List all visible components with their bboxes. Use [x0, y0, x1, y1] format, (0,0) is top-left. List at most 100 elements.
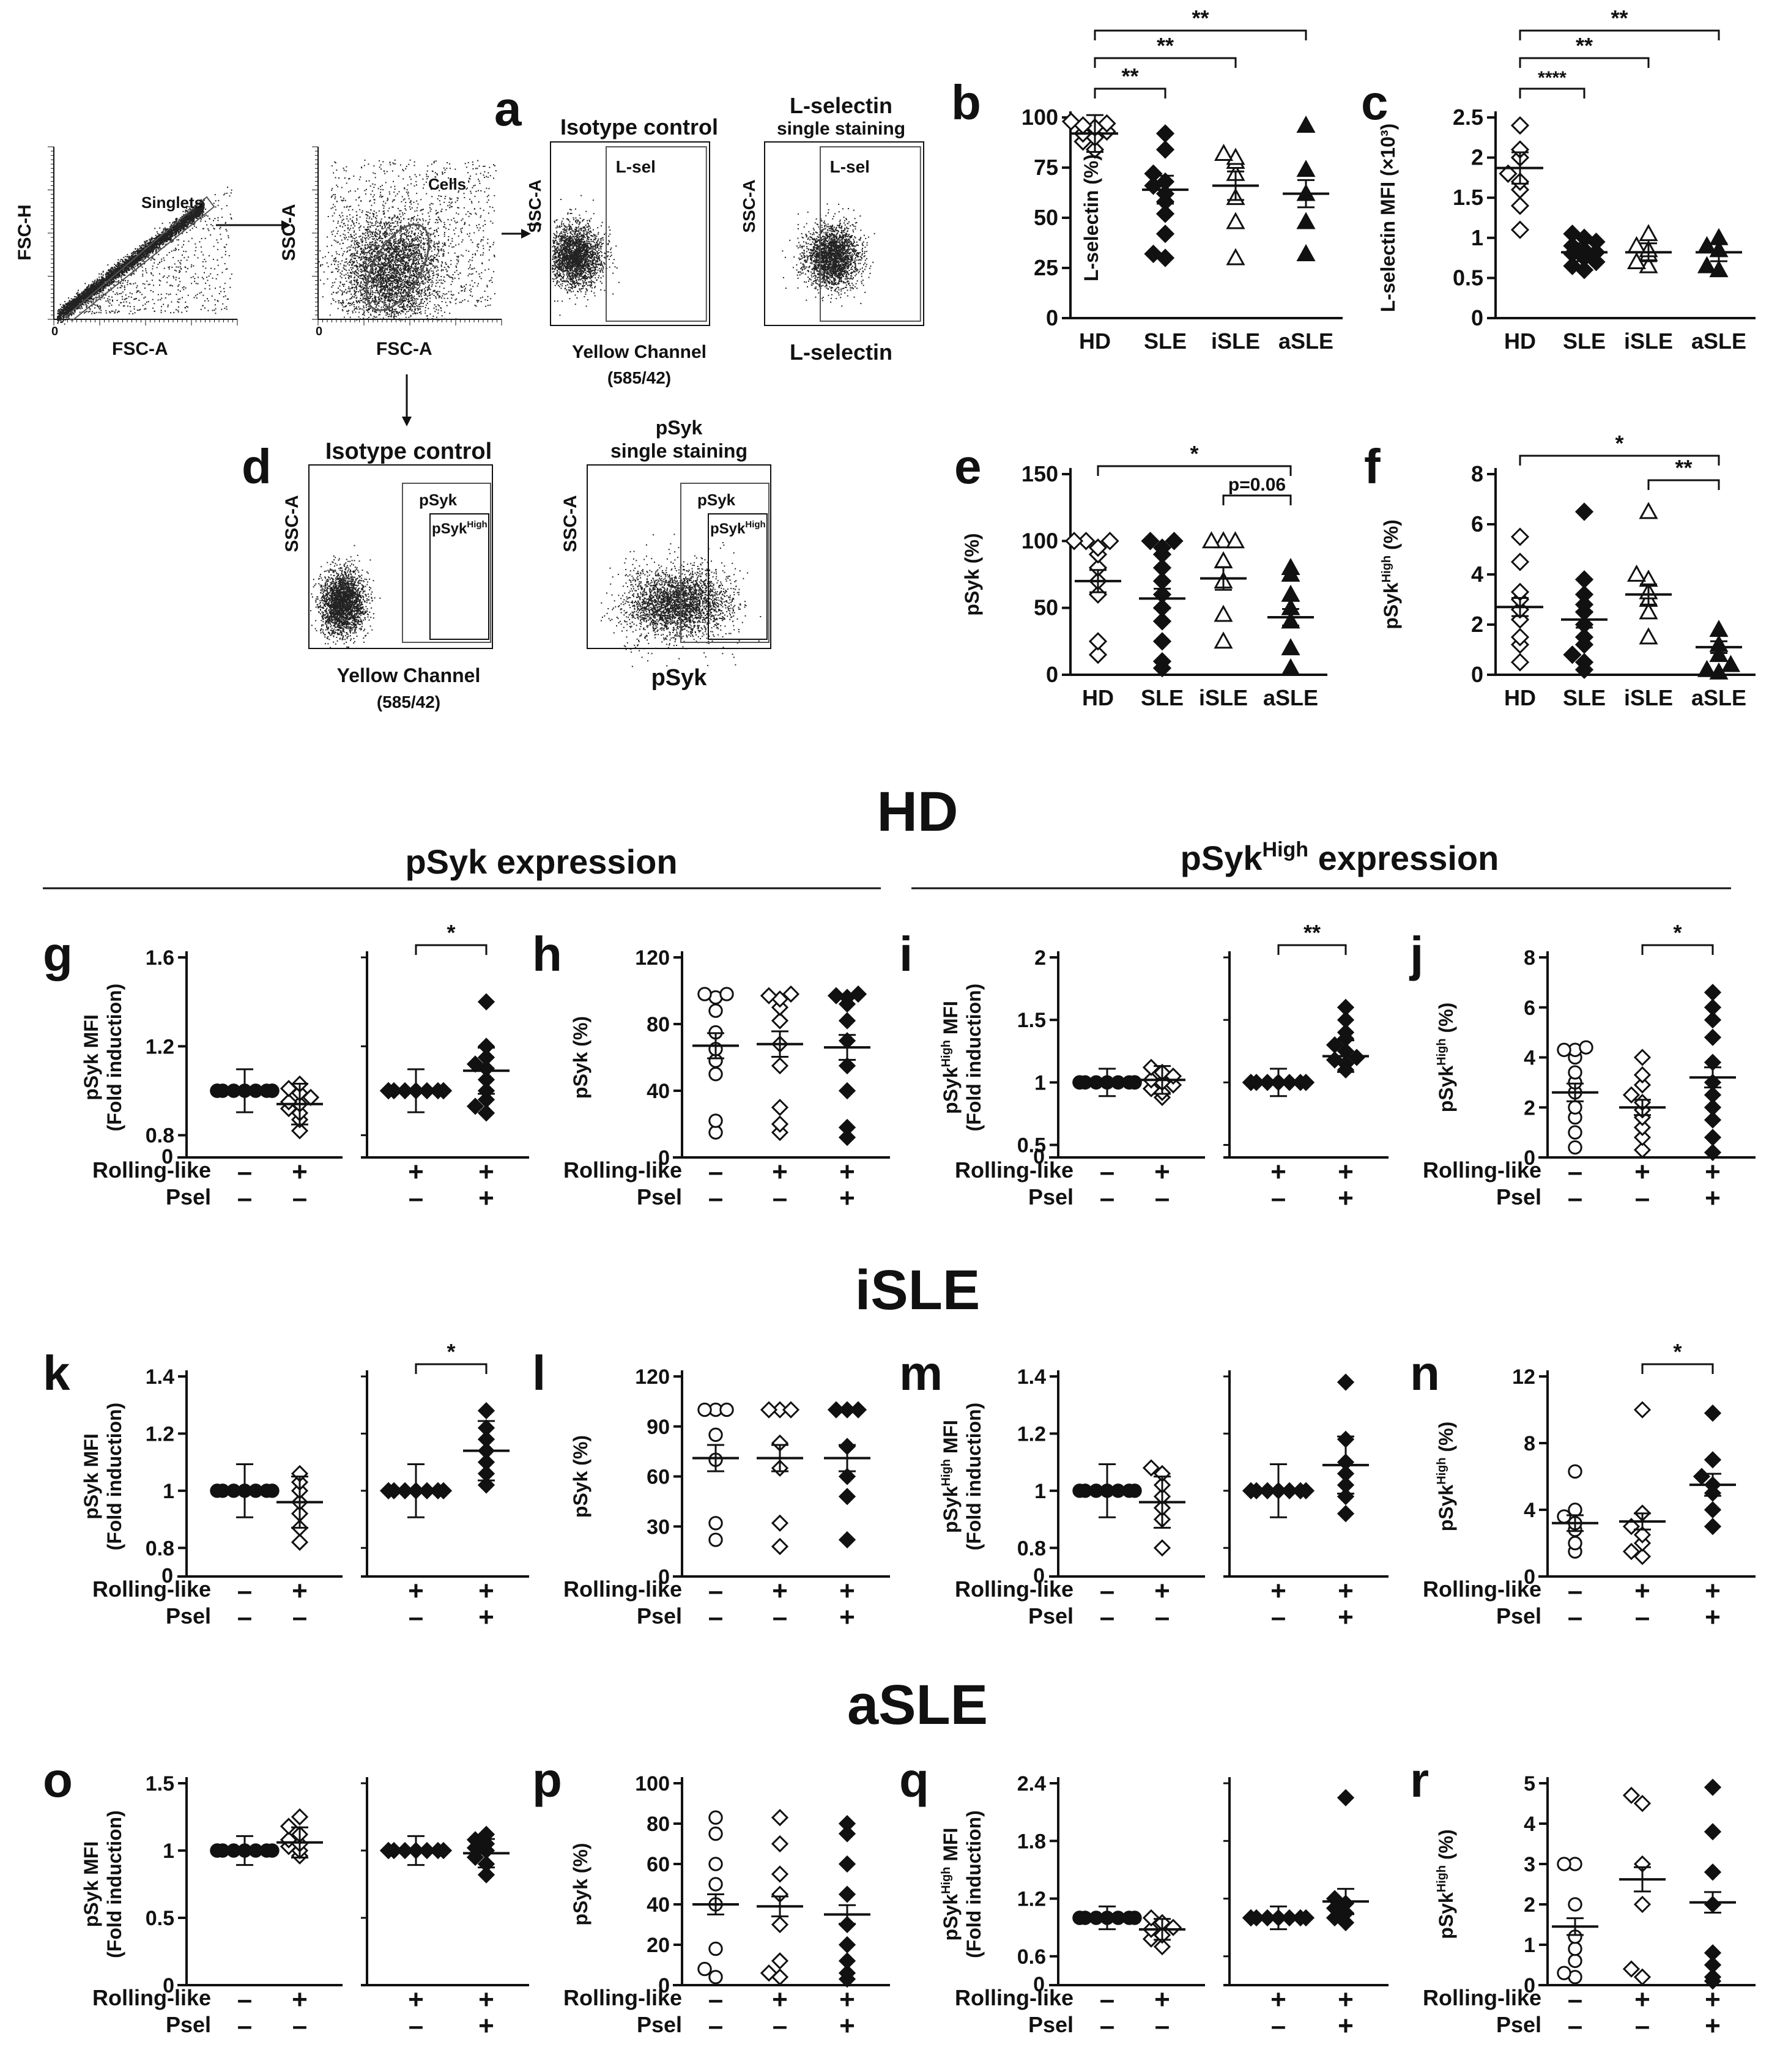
data-point-triangle — [1709, 620, 1729, 637]
condition-rolling: – — [1568, 1157, 1582, 1187]
data-point-diamond — [771, 1865, 789, 1883]
y-tick-label: 12 — [1512, 1365, 1535, 1389]
data-point-diamond — [1704, 1143, 1722, 1161]
data-point-diamond — [1297, 1074, 1315, 1091]
data-point-triangle — [1281, 584, 1300, 602]
condition-psel: – — [1635, 1602, 1650, 1632]
data-point-diamond — [782, 1401, 800, 1419]
data-point-diamond — [1633, 1141, 1652, 1159]
psel-label: Psel — [1028, 1603, 1074, 1628]
rolling-like-label: Rolling-like — [92, 1985, 211, 2010]
significance-bracket — [1277, 944, 1347, 955]
condition-rolling: + — [1338, 1985, 1354, 2014]
y-tick-label: 2 — [1471, 145, 1483, 170]
panel-title-2: single staining — [610, 440, 747, 462]
significance-bracket — [1519, 57, 1650, 68]
data-point-diamond — [1061, 112, 1081, 131]
data-point-triangle — [1214, 551, 1233, 569]
data-point-diamond — [1622, 1543, 1641, 1561]
condition-rolling: + — [1634, 1157, 1650, 1187]
condition-psel: – — [1271, 1602, 1286, 1632]
y-axis-label: pSyk MFI — [80, 1014, 102, 1100]
y-tick-label: 2.4 — [1017, 1772, 1046, 1795]
y-tick-zero: 0 — [1033, 1145, 1045, 1168]
data-point-circle — [708, 1826, 723, 1841]
y-axis-label: pSykHigh MFI — [940, 1828, 962, 1941]
panel-letter: i — [899, 927, 913, 981]
panel-letter: g — [43, 927, 73, 981]
y-tick-label: 0 — [1524, 1974, 1535, 1997]
data-point-circle — [1568, 1502, 1582, 1517]
superscript: High — [745, 519, 765, 530]
significance-bracket — [1519, 29, 1720, 40]
data-point-diamond — [1142, 1909, 1160, 1927]
data-point-diamond — [1141, 532, 1160, 551]
rolling-like-label: Rolling-like — [1423, 1157, 1541, 1183]
y-tick-label: 0 — [658, 1565, 670, 1589]
data-point-diamond — [1155, 140, 1175, 159]
data-point-triangle — [1214, 631, 1233, 649]
data-point-triangle — [1697, 256, 1717, 273]
data-point-diamond — [379, 1082, 398, 1100]
x-axis-label: Yellow Channel — [337, 664, 481, 686]
data-point-diamond — [1155, 225, 1175, 243]
lsel-gate — [820, 146, 921, 322]
data-point-diamond — [1152, 632, 1172, 651]
data-point-diamond — [838, 1825, 856, 1843]
significance-label: ** — [1675, 455, 1692, 480]
y-tick-label: 1.2 — [1017, 1888, 1046, 1911]
x-axis-label: FSC-A — [376, 339, 432, 359]
y-tick-label: 1.2 — [146, 1035, 174, 1058]
condition-psel: – — [1568, 2011, 1582, 2041]
significance-label: * — [1673, 920, 1682, 945]
data-point-diamond — [1153, 1539, 1171, 1557]
data-point-diamond — [1704, 1823, 1722, 1841]
significance-label: p=0.06 — [1228, 475, 1286, 495]
x-tick-label: iSLE — [1211, 329, 1260, 354]
data-point-diamond — [1574, 570, 1594, 589]
plot-frame — [550, 141, 710, 326]
rolling-like-label: Rolling-like — [955, 1157, 1074, 1183]
significance-bracket — [415, 944, 488, 955]
gate-label-psyk: pSyk — [419, 491, 458, 509]
condition-psel: – — [409, 2011, 423, 2041]
data-point-diamond — [1510, 628, 1530, 647]
x-tick-label: aSLE — [1278, 329, 1333, 354]
data-point-diamond — [1574, 628, 1594, 647]
y-tick-label: 6 — [1524, 997, 1535, 1020]
data-point-circle — [708, 1125, 723, 1140]
data-point-diamond — [838, 1855, 856, 1873]
data-point-circle — [1568, 1897, 1582, 1912]
data-point-diamond — [760, 1401, 778, 1419]
condition-psel: + — [1338, 2011, 1354, 2041]
data-point-diamond — [1633, 1118, 1652, 1137]
y-tick-label: 0 — [1524, 1565, 1535, 1589]
x-tick-label: aSLE — [1691, 685, 1746, 710]
data-point-diamond — [771, 1952, 789, 1970]
data-point-diamond — [838, 1814, 856, 1833]
significance-bracket — [1641, 1363, 1714, 1374]
condition-psel: + — [1705, 1183, 1721, 1213]
rolling-like-label: Rolling-like — [1423, 1985, 1541, 2010]
data-point-circle — [1579, 1040, 1593, 1055]
significance-label: * — [1615, 431, 1623, 456]
y-tick-label: 2 — [1524, 1893, 1535, 1917]
data-point-diamond — [1510, 196, 1530, 215]
condition-psel: + — [1705, 2011, 1721, 2041]
data-point-diamond — [1622, 1086, 1641, 1104]
significance-label: ** — [1576, 33, 1593, 58]
y-tick-label: 50 — [1034, 595, 1058, 620]
condition-rolling: + — [772, 1985, 788, 2014]
condition-rolling: + — [1154, 1157, 1170, 1187]
condition-psel: – — [292, 1183, 307, 1213]
data-point-diamond — [1704, 984, 1722, 1001]
data-point-triangle — [1281, 557, 1300, 575]
condition-psel: – — [773, 1602, 787, 1632]
condition-psel: – — [1568, 1183, 1582, 1213]
y-tick-label: 1.4 — [146, 1365, 174, 1389]
data-point-triangle — [1226, 212, 1245, 229]
